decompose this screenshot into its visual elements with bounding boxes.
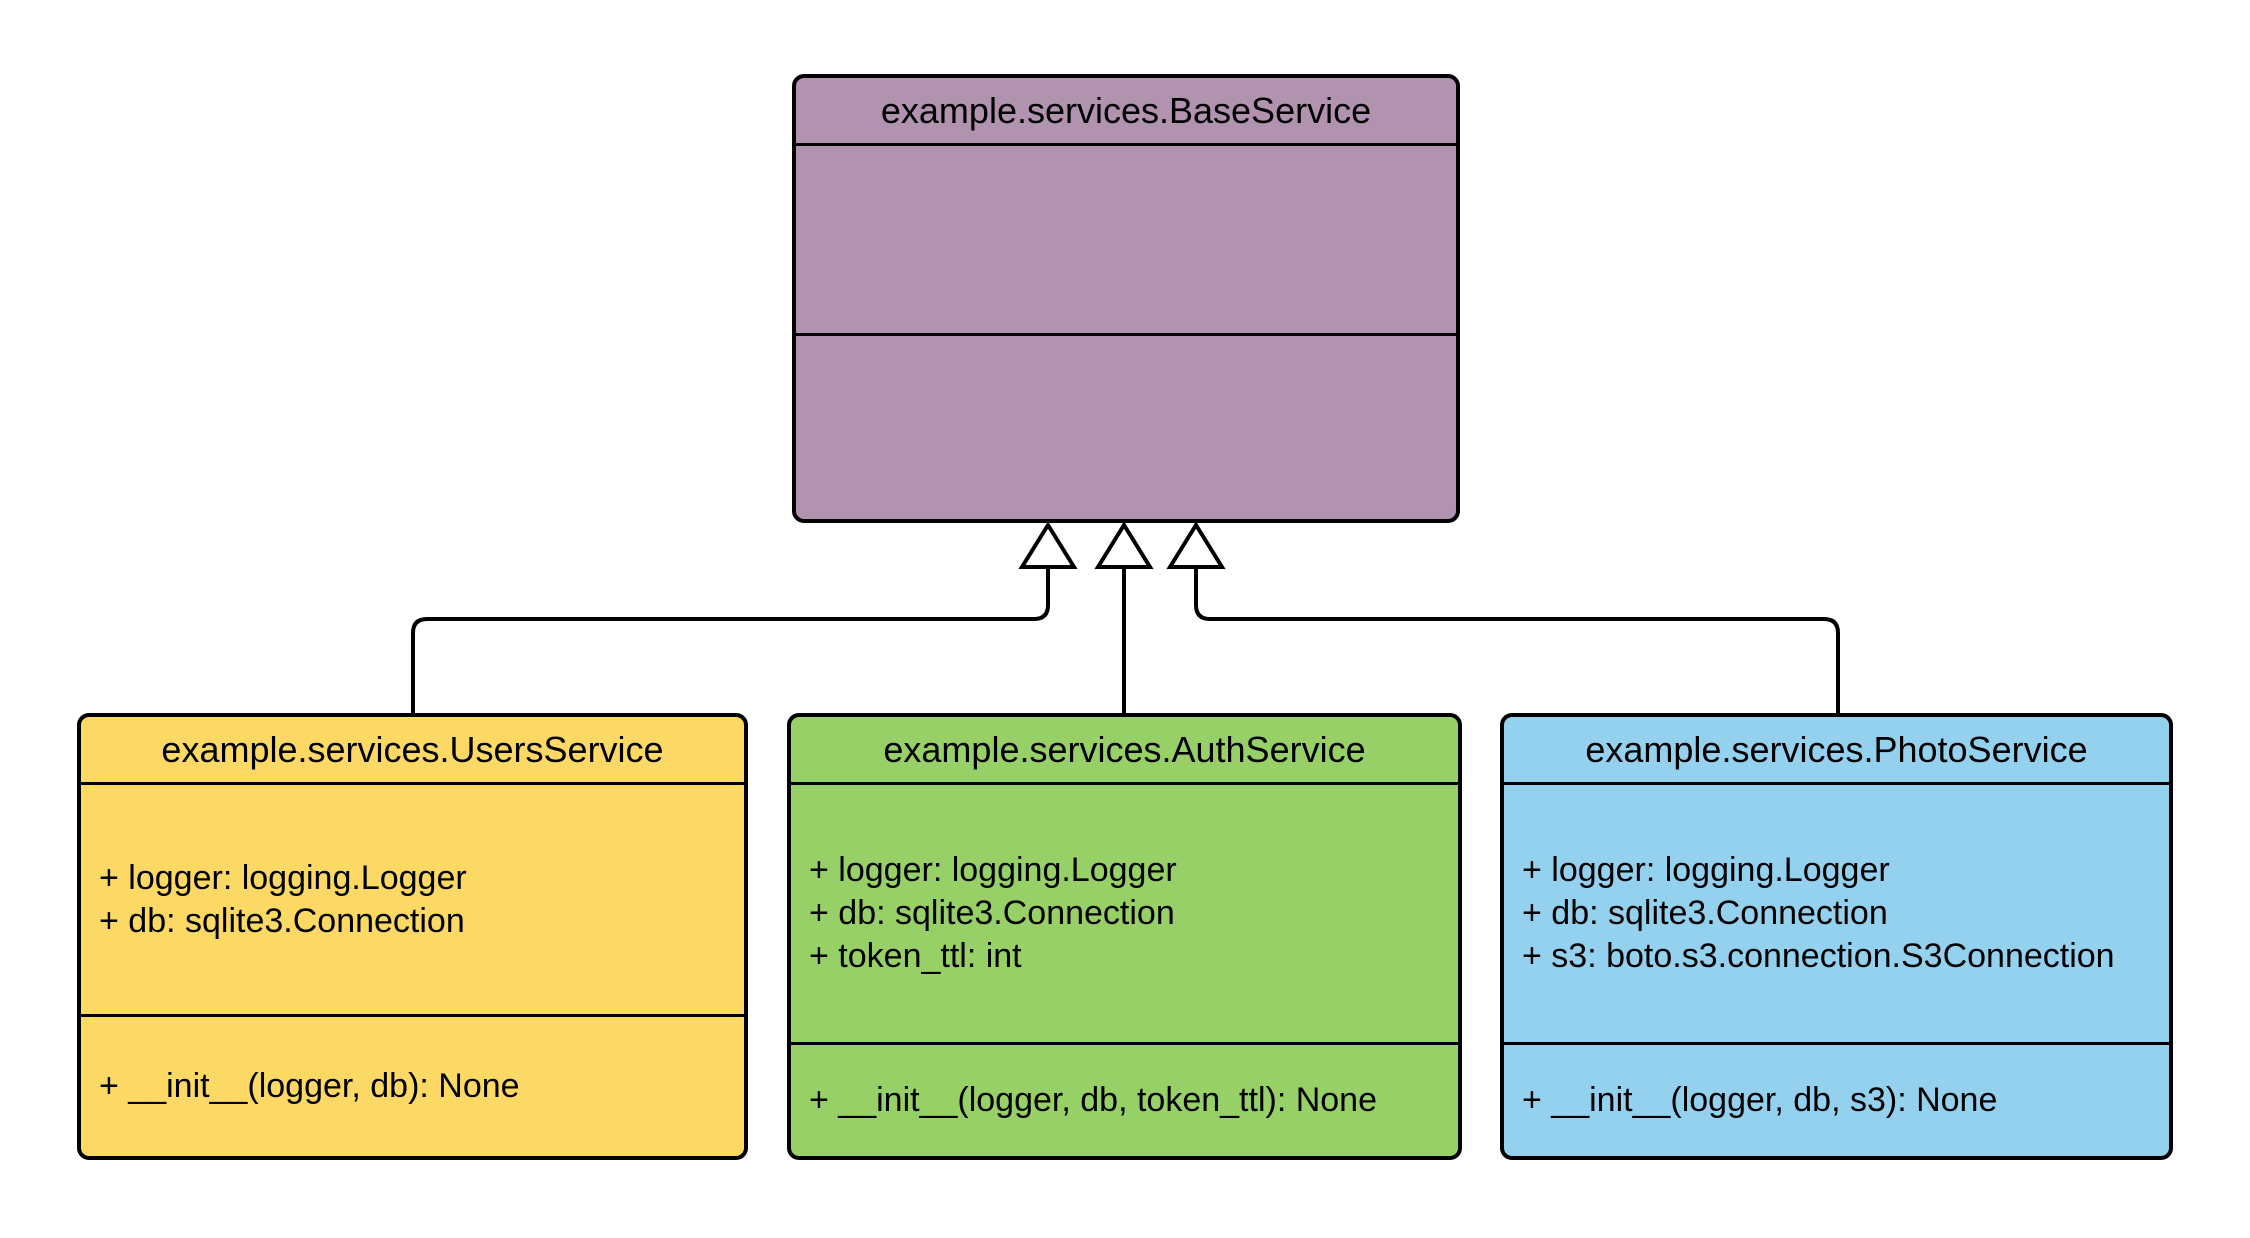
inheritance-arrowhead-icon [1094, 521, 1154, 569]
method-line: + __init__(logger, db, token_ttl): None [809, 1081, 1377, 1119]
class-box-usersservice: example.services.UsersService + logger: … [77, 713, 748, 1160]
attribute-line: + logger: logging.Logger [1522, 851, 1890, 889]
class-attributes-compartment: + logger: logging.Logger + db: sqlite3.C… [1504, 785, 2169, 1045]
method-line: + __init__(logger, db, s3): None [1522, 1081, 1998, 1119]
attribute-line: + logger: logging.Logger [99, 858, 467, 897]
inheritance-arrowhead-icon [1166, 521, 1226, 569]
class-title: example.services.PhotoService [1504, 717, 2169, 785]
attribute-line: + db: sqlite3.Connection [809, 894, 1175, 932]
inheritance-arrowhead-icon [1018, 521, 1078, 569]
attribute-line: + db: sqlite3.Connection [99, 901, 465, 940]
class-title: example.services.AuthService [791, 717, 1458, 785]
class-title: example.services.UsersService [81, 717, 744, 785]
class-box-authservice: example.services.AuthService + logger: l… [787, 713, 1462, 1160]
class-methods-compartment: + __init__(logger, db): None [81, 1017, 744, 1156]
class-attributes-compartment: + logger: logging.Logger + db: sqlite3.C… [791, 785, 1458, 1045]
class-title: example.services.BaseService [796, 78, 1456, 146]
class-box-photoservice: example.services.PhotoService + logger: … [1500, 713, 2173, 1160]
attribute-line: + logger: logging.Logger [809, 851, 1177, 889]
class-methods-compartment: + __init__(logger, db, s3): None [1504, 1045, 2169, 1156]
class-attributes-compartment [796, 146, 1456, 336]
attribute-line: + s3: boto.s3.connection.S3Connection [1522, 937, 2115, 975]
attribute-line: + db: sqlite3.Connection [1522, 894, 1888, 932]
class-attributes-compartment: + logger: logging.Logger + db: sqlite3.C… [81, 785, 744, 1017]
inheritance-edge-users-to-base [411, 567, 1050, 713]
class-box-baseservice: example.services.BaseService [792, 74, 1460, 523]
method-line: + __init__(logger, db): None [99, 1067, 520, 1105]
class-methods-compartment [796, 336, 1456, 519]
attribute-line: + token_ttl: int [809, 937, 1022, 975]
inheritance-edge-photo-to-base [1194, 567, 1840, 713]
class-methods-compartment: + __init__(logger, db, token_ttl): None [791, 1045, 1458, 1156]
